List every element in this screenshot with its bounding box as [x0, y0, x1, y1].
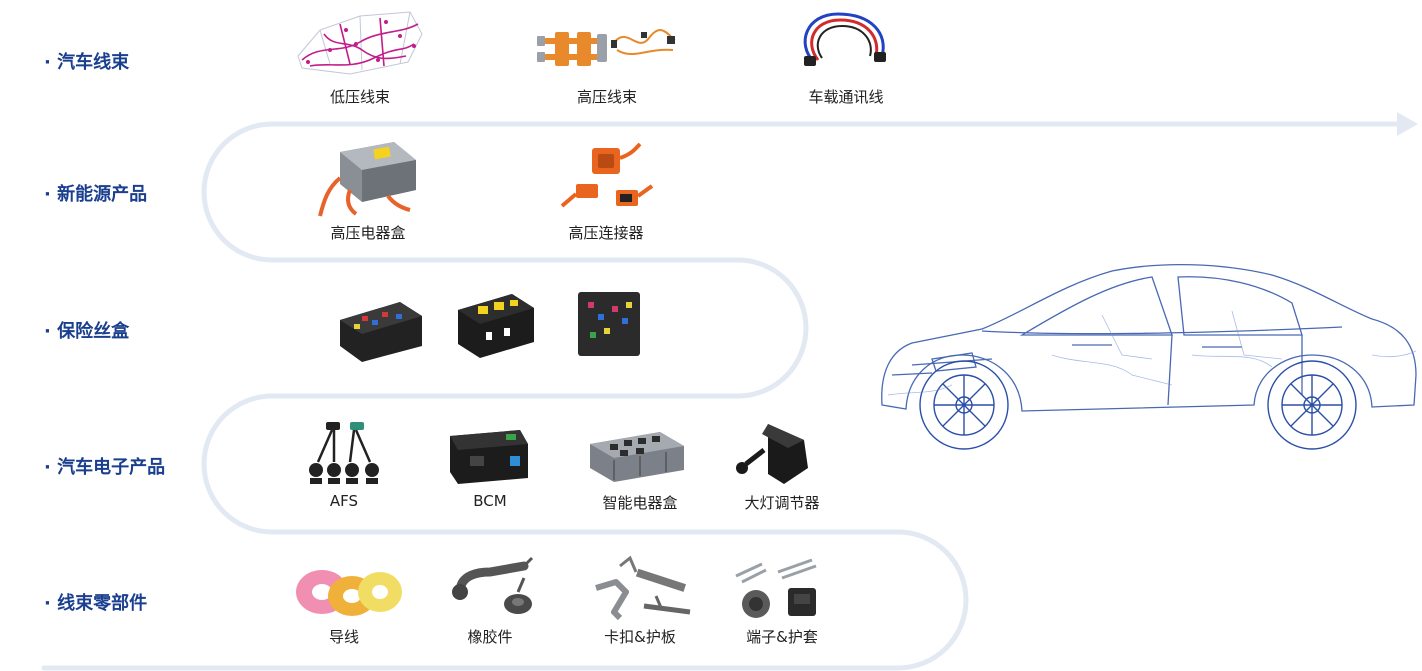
- product-bcm[interactable]: BCM: [420, 420, 560, 510]
- product-label: AFS: [329, 492, 359, 510]
- product-label: 高压电器盒: [330, 224, 406, 242]
- clip-bracket-icon: [595, 555, 691, 621]
- product-label: 端子&护套: [746, 628, 818, 646]
- product-wire[interactable]: 导线: [274, 552, 414, 647]
- category-fuse-box: · 保险丝盒: [44, 321, 130, 342]
- product-communication-cable[interactable]: 车载通讯线: [776, 4, 916, 107]
- bcm-module-icon: [450, 430, 528, 484]
- product-rubber-parts[interactable]: 橡胶件: [420, 552, 560, 647]
- product-label: 大灯调节器: [744, 494, 820, 512]
- hv-junction-box-icon: [318, 142, 416, 217]
- fuse-box-icon: [578, 292, 640, 356]
- fuse-box-icon: [458, 294, 534, 358]
- product-label: 低压线束: [329, 88, 390, 106]
- product-label: 智能电器盒: [602, 494, 678, 512]
- product-fuse-box-1[interactable]: [310, 290, 450, 362]
- category-auto-electronics: · 汽车电子产品: [44, 457, 166, 478]
- product-high-voltage-harness[interactable]: 高压线束: [537, 4, 677, 107]
- afs-sensor-icon: [309, 422, 379, 484]
- product-clip-bracket[interactable]: 卡扣&护板: [570, 552, 710, 647]
- product-fuse-box-3[interactable]: [538, 288, 678, 362]
- product-label: 橡胶件: [467, 628, 513, 646]
- product-label: 导线: [328, 628, 359, 646]
- product-hv-junction-box[interactable]: 高压电器盒: [298, 138, 438, 243]
- category-wire-harness: · 汽车线束: [44, 52, 130, 73]
- hv-connector-icon: [560, 142, 654, 208]
- product-hv-connector[interactable]: 高压连接器: [536, 138, 676, 243]
- wire-coil-icon: [296, 570, 402, 616]
- product-label: 高压线束: [576, 88, 637, 106]
- fuse-box-icon: [340, 302, 422, 362]
- product-fuse-box-2[interactable]: [424, 288, 564, 362]
- product-smart-junction-box[interactable]: 智能电器盒: [570, 420, 710, 513]
- product-afs[interactable]: AFS: [274, 420, 414, 510]
- product-label: 卡扣&护板: [604, 628, 676, 646]
- rubber-grommet-icon: [452, 556, 534, 614]
- smart-junction-box-icon: [590, 432, 684, 482]
- product-label: BCM: [473, 492, 507, 510]
- product-low-voltage-harness[interactable]: 低压线束: [290, 4, 430, 107]
- product-headlamp-adjuster[interactable]: 大灯调节器: [712, 420, 852, 513]
- category-harness-parts: · 线束零部件: [44, 593, 148, 614]
- headlamp-adjuster-icon: [736, 424, 808, 484]
- low-voltage-harness-icon: [297, 11, 423, 75]
- car-wireframe-image: [881, 263, 1417, 450]
- category-new-energy: · 新能源产品: [44, 184, 148, 205]
- product-label: 高压连接器: [568, 224, 644, 242]
- track-arrow-icon: [1397, 112, 1418, 136]
- product-label: 车载通讯线: [808, 88, 884, 106]
- communication-cable-icon: [803, 12, 886, 66]
- high-voltage-harness-icon: [537, 29, 676, 66]
- terminal-housing-icon: [735, 558, 817, 618]
- product-terminal-housing[interactable]: 端子&护套: [712, 552, 852, 647]
